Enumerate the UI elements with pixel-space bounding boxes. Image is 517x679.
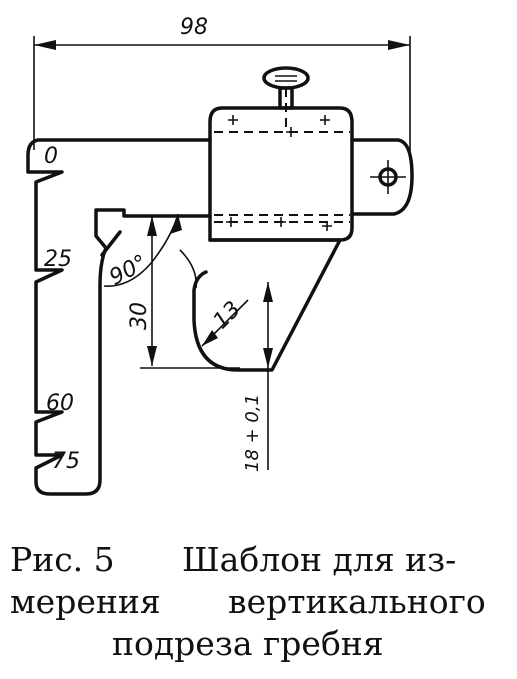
dimension-18: 18 + 0,1 [242,282,273,472]
dimension-30-label: 30 [127,302,152,330]
slider-block [208,106,354,242]
angle-90-label: 90° [105,250,151,290]
caption-title-line1: Шаблон для из- [182,540,457,579]
dimension-98-label: 98 [180,15,208,40]
scale-mark-60: 60 [46,391,74,416]
scale-mark-0: 0 [44,144,58,169]
lug-with-hole [350,138,414,216]
caption-title-line2-right: вертикального [228,582,486,621]
scale-mark-25: 25 [44,247,72,272]
radius-13: 13 [201,297,249,347]
dimension-18-label: 18 + 0,1 [242,394,263,472]
caption-title-line3: подреза гребня [112,624,384,663]
measuring-jaw [192,238,342,372]
dimension-98: 98 [33,15,411,160]
rivet-marks [226,115,332,231]
radius-13-label: 13 [209,297,246,334]
angle-90: 90° [103,213,182,291]
locking-screw [262,66,310,132]
dimension-30: 30 [127,216,240,369]
scale-mark-75: 75 [52,449,80,474]
caption-title-line2-left: мерения [10,582,161,621]
caption-figure-number: Рис. 5 [10,540,115,579]
template-body-outline [26,138,212,496]
